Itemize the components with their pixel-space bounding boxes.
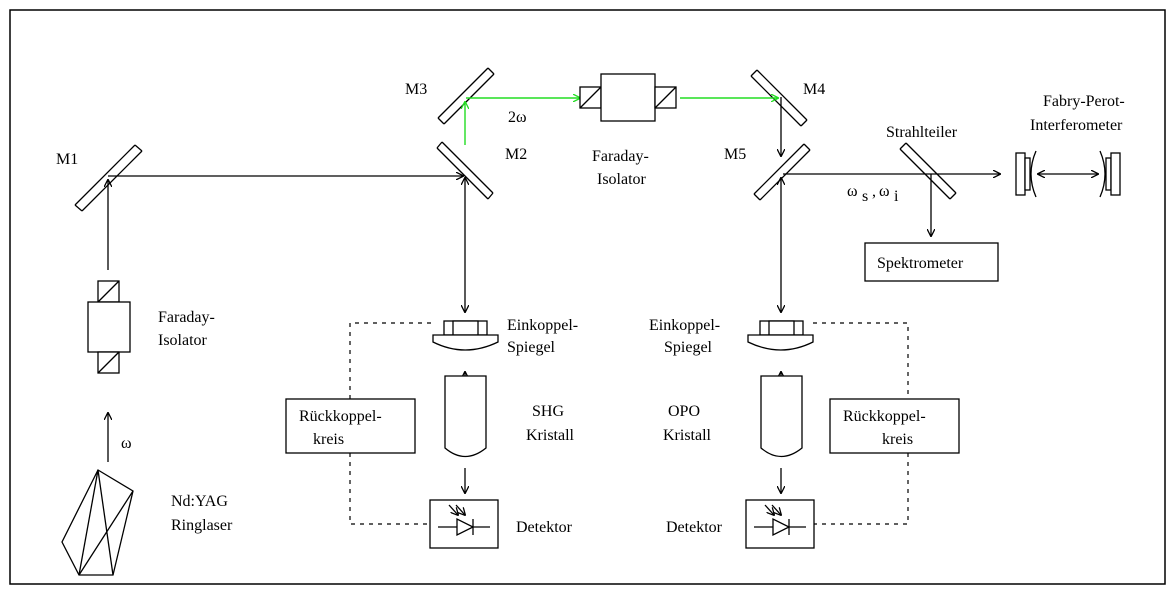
label-shg-2: Kristall bbox=[526, 427, 575, 444]
feedback-loop-left bbox=[349, 322, 431, 525]
detector-right bbox=[745, 499, 815, 549]
label-laser-2: Ringlaser bbox=[171, 517, 233, 534]
label-m3: M3 bbox=[405, 81, 427, 98]
label-m4: M4 bbox=[803, 81, 825, 98]
shg-crystal bbox=[444, 375, 487, 458]
label-einkoppel-right-2: Spiegel bbox=[664, 339, 713, 356]
label-omega-i: ω bbox=[879, 183, 890, 200]
fabry-perot-interferometer bbox=[1015, 150, 1121, 198]
label-rueckkoppel-right-1: Rückkoppel- bbox=[843, 408, 926, 425]
label-laser-1: Nd:YAG bbox=[171, 493, 228, 510]
label-fabry-perot-2: Interferometer bbox=[1030, 117, 1123, 134]
beam-splitter bbox=[899, 142, 957, 200]
label-two-omega: 2ω bbox=[508, 109, 527, 126]
label-fabry-perot-1: Fabry-Perot- bbox=[1043, 93, 1125, 110]
label-einkoppel-left-1: Einkoppel- bbox=[507, 317, 578, 334]
label-faraday-middle-2: Isolator bbox=[597, 171, 647, 188]
detector-left bbox=[429, 499, 499, 549]
spectrometer-box bbox=[864, 242, 999, 282]
label-rueckkoppel-right-2: kreis bbox=[882, 431, 913, 448]
label-faraday-left-2: Isolator bbox=[158, 332, 208, 349]
label-faraday-left-1: Faraday- bbox=[158, 309, 215, 326]
label-m5: M5 bbox=[724, 146, 746, 163]
label-einkoppel-right-1: Einkoppel- bbox=[649, 317, 720, 334]
coupling-mirror-right bbox=[747, 320, 814, 351]
label-omega-s-sub: s bbox=[862, 188, 868, 205]
feedback-box-left bbox=[285, 398, 416, 454]
label-detektor-right: Detektor bbox=[666, 519, 723, 536]
label-omega: ω bbox=[121, 435, 132, 452]
feedback-box-right bbox=[829, 398, 960, 454]
mirror-m1 bbox=[74, 144, 143, 212]
label-m1: M1 bbox=[56, 151, 78, 168]
coupling-mirror-left bbox=[432, 320, 499, 351]
label-m2: M2 bbox=[505, 146, 527, 163]
opo-crystal bbox=[760, 375, 803, 458]
label-shg-1: SHG bbox=[532, 403, 564, 420]
faraday-isolator-left bbox=[87, 280, 131, 374]
label-spektrometer: Spektrometer bbox=[877, 255, 964, 272]
label-omega-separator: , bbox=[872, 183, 876, 200]
mirror-m3 bbox=[437, 67, 495, 125]
nd-yag-ring-laser bbox=[61, 469, 134, 576]
feedback-loop-right bbox=[813, 322, 909, 525]
label-rueckkoppel-left-2: kreis bbox=[313, 431, 344, 448]
label-einkoppel-left-2: Spiegel bbox=[507, 339, 556, 356]
mirror-m5 bbox=[753, 143, 811, 201]
faraday-isolator-middle bbox=[579, 73, 677, 122]
diagram-border bbox=[9, 9, 1166, 585]
label-strahlteiler: Strahlteiler bbox=[886, 124, 958, 141]
label-omega-i-sub: i bbox=[894, 188, 899, 205]
label-opo-2: Kristall bbox=[663, 427, 712, 444]
label-opo-1: OPO bbox=[668, 403, 700, 420]
label-rueckkoppel-left-1: Rückkoppel- bbox=[299, 408, 382, 425]
label-faraday-middle-1: Faraday- bbox=[592, 148, 649, 165]
label-omega-s: ω bbox=[847, 183, 858, 200]
label-detektor-left: Detektor bbox=[516, 519, 573, 536]
